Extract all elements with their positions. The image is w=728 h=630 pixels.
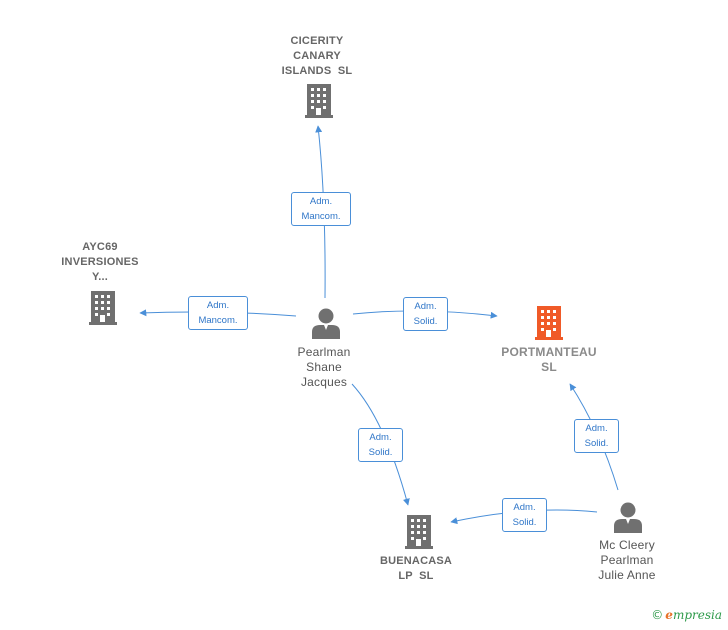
building-icon[interactable] (305, 84, 333, 118)
label-line: BUENACASA (379, 555, 453, 567)
edge-label-to-portmanteau[interactable]: Adm. Solid. (403, 297, 448, 331)
edge-label-line: Mancom. (198, 315, 238, 326)
label-line: AYC69 (82, 241, 118, 253)
label-line: ISLANDS SL (281, 65, 353, 77)
edge-label-line: Solid. (584, 438, 609, 449)
person-label-mccleery[interactable]: Mc Cleery Pearlman Julie Anne (572, 538, 682, 583)
building-icon[interactable] (405, 515, 433, 549)
brand-logo-e: e (665, 608, 673, 622)
edge-label-line: Adm. (309, 196, 333, 207)
edge-label-line: Adm. (513, 502, 536, 513)
edge-label-line: Adm. (369, 432, 392, 443)
label-line: SL (541, 360, 557, 374)
edge-label-mc-to-portmanteau[interactable]: Adm. Solid. (574, 419, 619, 453)
label-line: PORTMANTEAU (501, 345, 597, 359)
brand-name: mpresia (672, 608, 722, 622)
label-line: Shane (306, 360, 342, 374)
person-icon[interactable] (312, 308, 340, 340)
label-line: CICERITY (290, 35, 344, 47)
edge-label-line: Solid. (368, 447, 393, 458)
edge-label-to-cicerity[interactable]: Adm. Mancom. (291, 192, 351, 226)
label-line: INVERSIONES (61, 256, 139, 268)
company-label-portmanteau[interactable]: PORTMANTEAU SL (489, 345, 609, 375)
label-line: Julie Anne (598, 568, 656, 582)
edge-label-line: Solid. (413, 316, 438, 327)
label-line: Pearlman (600, 553, 654, 567)
company-label-ayc69[interactable]: AYC69 INVERSIONES Y... (45, 240, 155, 285)
label-line: Y... (91, 271, 109, 283)
edge-label-mc-to-buenacasa[interactable]: Adm. Solid. (502, 498, 547, 532)
building-icon[interactable] (89, 291, 117, 325)
edge-label-line: Adm. (206, 300, 230, 311)
person-icon[interactable] (614, 502, 642, 534)
edge-label-line: Adm. (414, 301, 437, 312)
label-line: CANARY (293, 50, 341, 62)
copyright-symbol: © (651, 608, 664, 622)
company-label-buenacasa[interactable]: BUENACASA LP SL (361, 554, 471, 584)
label-line: Pearlman (297, 345, 351, 359)
label-line: LP SL (398, 570, 434, 582)
building-icon-main[interactable] (535, 306, 563, 340)
label-line: Mc Cleery (599, 538, 655, 552)
edge-label-line: Mancom. (301, 211, 341, 222)
brand-footer[interactable]: ©empresia (651, 608, 722, 622)
edge-label-line: Solid. (512, 517, 537, 528)
edge-label-to-buenacasa[interactable]: Adm. Solid. (358, 428, 403, 462)
person-label-pearlman[interactable]: Pearlman Shane Jacques (269, 345, 379, 390)
company-label-cicerity[interactable]: CICERITY CANARY ISLANDS SL (262, 34, 372, 79)
edge-label-line: Adm. (585, 423, 608, 434)
label-line: Jacques (300, 375, 348, 389)
edge-label-to-ayc69[interactable]: Adm. Mancom. (188, 296, 248, 330)
